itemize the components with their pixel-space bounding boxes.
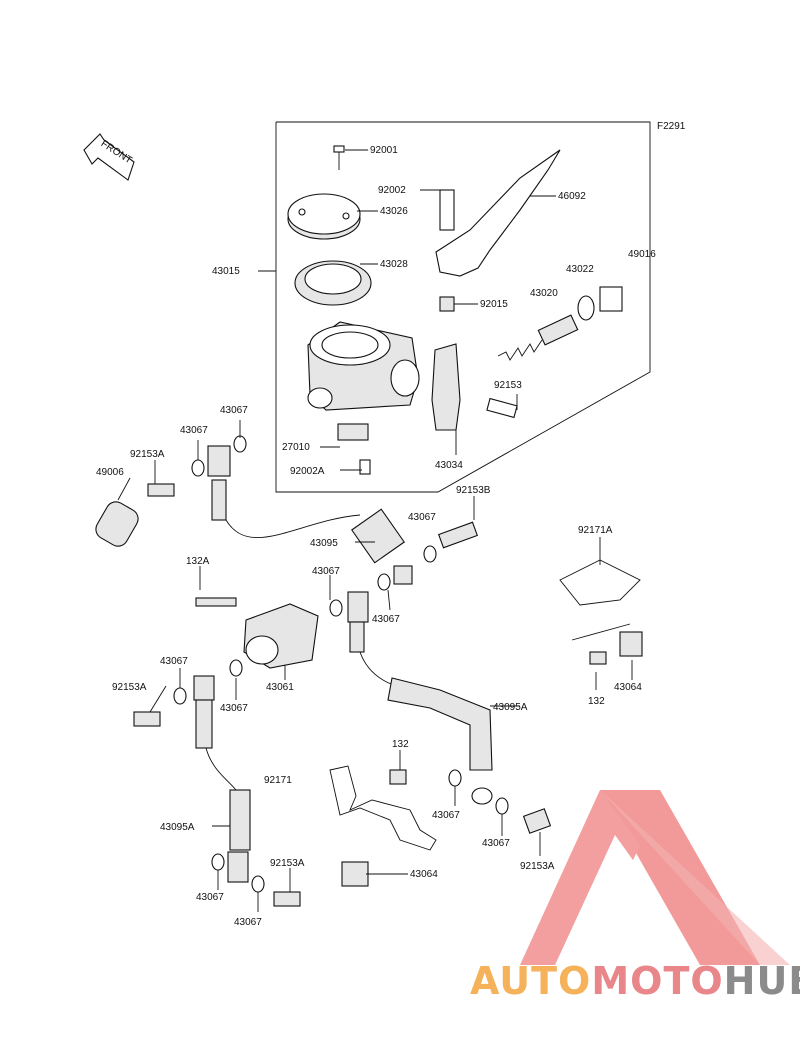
label-132A: 132A — [186, 556, 210, 567]
reservoir-cap — [287, 145, 361, 240]
brand-part-3: HUB — [723, 959, 800, 1003]
label-92001: 92001 — [370, 145, 398, 156]
label-92171: 92171 — [264, 775, 292, 786]
diaphragm — [294, 260, 372, 306]
label-43095A-b: 43095A — [160, 822, 195, 833]
label-92153A-b: 92153A — [112, 682, 147, 693]
label-43020: 43020 — [530, 288, 558, 299]
brake-hoses — [95, 435, 643, 907]
label-92153A-c: 92153A — [520, 861, 555, 872]
label-43067-e: 43067 — [372, 614, 400, 625]
label-43067-g: 43067 — [220, 703, 248, 714]
brand-part-1: AUTO — [470, 959, 592, 1003]
leader-lines — [117, 149, 633, 912]
label-43095A: 43095A — [493, 702, 528, 713]
label-43067-h: 43067 — [432, 810, 460, 821]
label-92015: 92015 — [480, 299, 508, 310]
label-43067-c: 43067 — [408, 512, 436, 523]
master-cylinder-body — [307, 321, 420, 411]
label-43067-d: 43067 — [312, 566, 340, 577]
label-43034: 43034 — [435, 460, 463, 471]
label-43067-k: 43067 — [234, 917, 262, 928]
label-92002A: 92002A — [290, 466, 325, 477]
label-43022: 43022 — [566, 264, 594, 275]
assembly-frame — [275, 121, 651, 493]
label-43064-b: 43064 — [410, 869, 438, 880]
label-49016: 49016 — [628, 249, 656, 260]
front-arrow-icon: FRONT — [83, 133, 135, 181]
label-43026: 43026 — [380, 206, 408, 217]
label-46092: 46092 — [558, 191, 586, 202]
label-43028: 43028 — [380, 259, 408, 270]
label-43064-a: 43064 — [614, 682, 642, 693]
piston-assembly — [497, 286, 623, 361]
label-43061: 43061 — [266, 682, 294, 693]
label-43015: 43015 — [212, 266, 240, 277]
label-43067-b: 43067 — [180, 425, 208, 436]
brake-switch — [337, 423, 371, 475]
label-43067-i: 43067 — [482, 838, 510, 849]
label-27010: 27010 — [282, 442, 310, 453]
figure-code: F2291 — [657, 121, 686, 132]
label-43067-j: 43067 — [196, 892, 224, 903]
label-92153A-d: 92153A — [270, 858, 305, 869]
label-92153: 92153 — [494, 380, 522, 391]
label-132-b: 132 — [392, 739, 409, 750]
label-132-a: 132 — [588, 696, 605, 707]
watermark-logo-icon — [520, 790, 790, 965]
label-49006: 49006 — [96, 467, 124, 478]
label-92153B: 92153B — [456, 485, 491, 496]
brand-wordmark: AUTOMOTOHUB — [470, 958, 800, 1004]
label-92002: 92002 — [378, 185, 406, 196]
brake-lever — [435, 149, 561, 312]
label-43067-a: 43067 — [220, 405, 248, 416]
label-92153A-a: 92153A — [130, 449, 165, 460]
label-43067-f: 43067 — [160, 656, 188, 667]
label-43095: 43095 — [310, 538, 338, 549]
brand-part-2: MOTO — [591, 959, 724, 1003]
label-92171A: 92171A — [578, 525, 613, 536]
